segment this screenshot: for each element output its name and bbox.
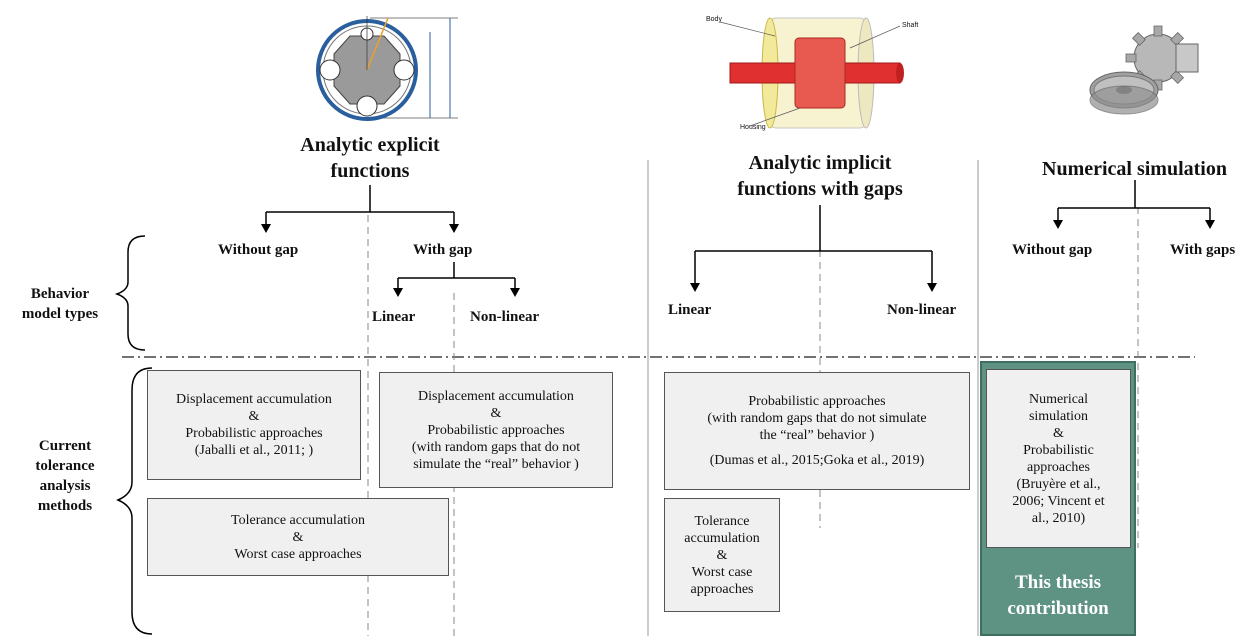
method-box-numerical: Numerical simulation & Probabilistic app… bbox=[986, 369, 1131, 548]
behavior-model-types-label: Behavior model types bbox=[21, 286, 99, 322]
housing-label: Housing bbox=[740, 124, 766, 131]
current-methods-label: Current tolerance analysis methods bbox=[35, 438, 95, 514]
method-box-displacement-explicit: Displacement accumulation & Probabilisti… bbox=[147, 370, 361, 480]
body-label: Body bbox=[706, 16, 722, 23]
numerical-with-gaps-label: With gaps bbox=[1170, 242, 1236, 258]
shaft-label: Shaft bbox=[902, 22, 919, 29]
cylinder-illustration bbox=[719, 17, 904, 129]
thesis-contribution-label: This thesis contribution bbox=[1007, 572, 1109, 619]
header-numerical: Numerical simulation bbox=[1042, 158, 1227, 180]
explicit-without-gap-label: Without gap bbox=[218, 242, 299, 258]
method-box-displacement-gap: Displacement accumulation & Probabilisti… bbox=[379, 372, 613, 488]
gears-illustration bbox=[1089, 25, 1199, 115]
method-box-probabilistic-implicit: Probabilistic approaches (with random ga… bbox=[664, 372, 970, 490]
bearing-illustration bbox=[316, 16, 458, 121]
explicit-with-gap-label: With gap bbox=[413, 242, 473, 258]
explicit-nonlinear-label: Non-linear bbox=[470, 309, 540, 325]
numerical-without-gap-label: Without gap bbox=[1012, 242, 1093, 258]
implicit-nonlinear-label: Non-linear bbox=[887, 302, 957, 318]
method-box-tolerance-implicit: Tolerance accumulation & Worst case appr… bbox=[664, 498, 780, 612]
implicit-linear-label: Linear bbox=[668, 302, 712, 318]
header-explicit: Analytic explicit functions bbox=[300, 134, 440, 182]
explicit-linear-label: Linear bbox=[372, 309, 416, 325]
header-implicit: Analytic implicit functions with gaps bbox=[737, 152, 903, 200]
method-box-tolerance-explicit: Tolerance accumulation & Worst case appr… bbox=[147, 498, 449, 576]
